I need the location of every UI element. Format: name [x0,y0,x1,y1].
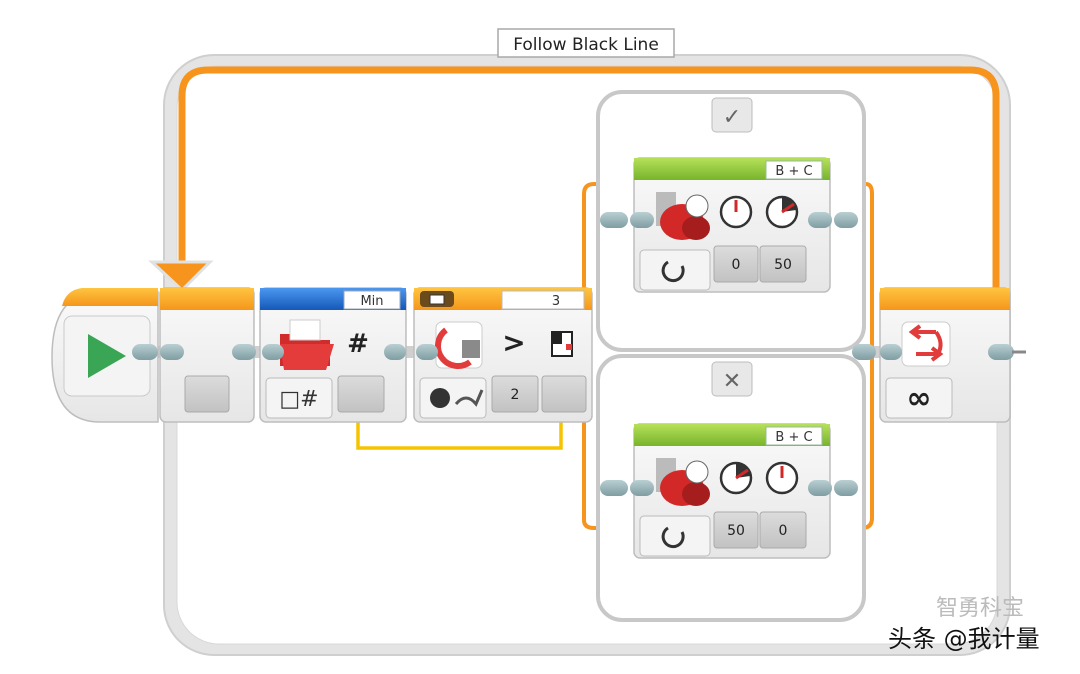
sequence-plug-in[interactable] [880,344,902,360]
case-true-tab[interactable] [711,97,753,133]
steering-dial-icon [719,195,753,229]
sensor-port-label: 3 [552,294,560,309]
sequence-plug-in[interactable] [416,344,438,360]
move-tank-block-false[interactable]: B + C 50 0 [630,423,832,559]
loop-name: Follow Black Line [513,35,659,55]
loop-return-wire [178,66,1000,298]
loop-return-arrow-icon [148,260,214,293]
on-mode-icon [661,526,685,549]
steering-dial-icon [719,461,753,495]
switch-exit-plug[interactable] [852,344,876,360]
case-false-tab[interactable] [711,361,753,397]
case-true-check-icon: ✓ [723,105,741,130]
sequence-plug-out[interactable] [988,344,1014,360]
loop-start-cap[interactable] [159,287,256,423]
loop-interrupt-icon [901,321,951,367]
steering-value: 0 [732,257,741,273]
large-motors-icon [656,192,710,240]
data-operations-folder-icon [280,319,334,370]
read-number-icon: □# [279,387,318,412]
sequence-plug-in[interactable] [630,212,654,228]
case-false-x-icon: ✕ [723,369,741,394]
power-dial-icon [765,461,799,495]
motor-ports-label: B + C [775,164,812,179]
threshold-value: 2 [511,387,520,403]
switch-mode-selector[interactable] [419,377,487,419]
loop-end-block[interactable]: ∞ [879,287,1026,423]
play-icon [88,334,126,378]
move-mode-selector[interactable] [639,249,711,291]
power-input[interactable] [759,245,807,283]
power-dial-icon [765,195,799,229]
math-result-output[interactable] [337,375,385,413]
measured-value-output[interactable] [541,375,587,413]
steering-value: 50 [727,523,745,539]
start-block[interactable] [51,288,159,423]
watermark-bottom: 头条 @我计量 [888,625,1040,653]
threshold-input[interactable] [491,375,539,413]
move-mode-selector[interactable] [639,515,711,557]
compare-operator: > [502,326,525,359]
steering-input[interactable] [713,245,759,283]
power-input[interactable] [759,511,807,549]
switch-branch-wires [582,182,874,530]
math-hash-icon: # [347,329,369,359]
motor-ports-label: B + C [775,430,812,445]
data-wire [356,412,563,450]
loop-name-tab[interactable]: Follow Black Line [497,28,675,58]
sequence-plug-in[interactable] [630,480,654,496]
mode-reflected-light-icon [430,388,450,408]
threshold-icon [551,331,573,357]
math-block[interactable]: Min # □# [259,287,407,423]
watermark-top: 智勇科宝 [936,596,1025,621]
move-tank-block-true[interactable]: B + C 0 50 [630,157,832,293]
sequence-plug-out[interactable] [232,344,256,360]
sequence-plug-out[interactable] [384,344,406,360]
loop-index-output[interactable] [184,375,230,413]
large-motors-icon [656,458,710,506]
sequence-plug-out[interactable] [132,344,158,360]
power-value: 0 [779,523,788,539]
sequence-plug-out[interactable] [808,212,832,228]
on-mode-icon [661,260,685,283]
steering-input[interactable] [713,511,759,549]
sequence-plug-in[interactable] [160,344,184,360]
loop-mode-infinity-icon: ∞ [907,381,932,416]
color-sensor-icon [435,321,483,369]
sequence-plug-out[interactable] [808,480,832,496]
sequence-plug-in[interactable] [262,344,284,360]
mode-compare-icon [454,389,484,407]
power-value: 50 [774,257,792,273]
switch-sensor-block[interactable]: 3 > 2 [413,287,593,423]
math-mode-selector[interactable] [265,377,333,419]
loop-mode-selector[interactable] [885,377,953,419]
math-mode-label: Min [360,294,383,309]
